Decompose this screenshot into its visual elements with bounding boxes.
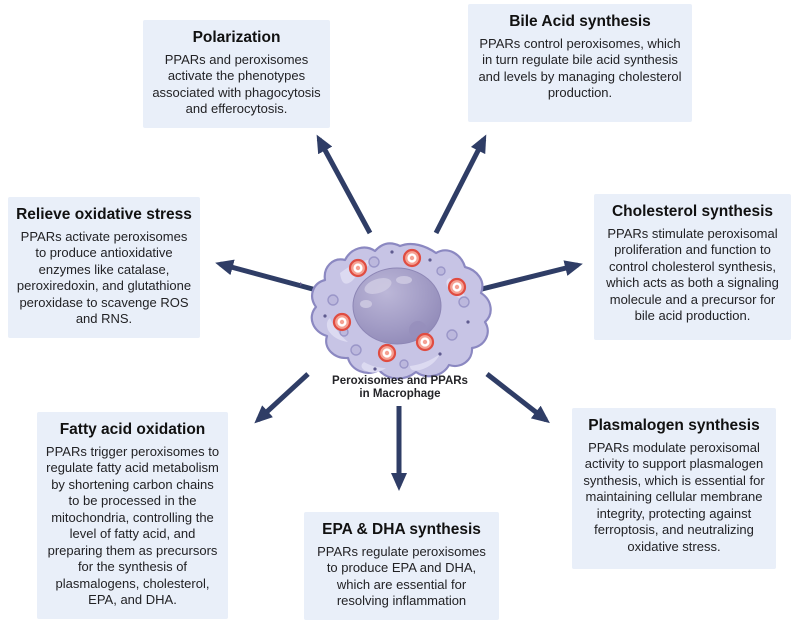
box-plasmalogen-synthesis: Plasmalogen synthesis PPARs modulate per… xyxy=(572,408,776,569)
vesicles xyxy=(327,256,470,369)
box-epa-dha-body: PPARs regulate peroxisomes to produce EP… xyxy=(317,543,486,609)
box-plasmalogen-title: Plasmalogen synthesis xyxy=(588,417,760,434)
box-polarization-body: PPARs and peroxisomes activate the pheno… xyxy=(152,51,321,117)
box-relieve-oxidative-stress: Relieve oxidative stress PPARs activate … xyxy=(8,197,200,338)
cell-body xyxy=(310,242,492,380)
box-fatty-acid-body: PPARs trigger peroxisomes to regulate fa… xyxy=(45,443,220,608)
box-fatty-acid-title: Fatty acid oxidation xyxy=(59,421,206,438)
box-relieve-title: Relieve oxidative stress xyxy=(16,206,192,223)
nucleolus xyxy=(409,321,427,339)
box-plasmalogen-body: PPARs modulate peroxisomal activity to s… xyxy=(583,439,765,554)
box-cholesterol-synthesis: Cholesterol synthesis PPARs stimulate pe… xyxy=(594,194,791,340)
nucleus-highlights xyxy=(360,276,412,308)
box-cholesterol-title: Cholesterol synthesis xyxy=(611,203,774,220)
center-label: Peroxisomes and PPARs in Macrophage xyxy=(300,375,500,401)
arrow-to-polarization xyxy=(316,134,373,235)
arrow-to-cholesterol-synthesis xyxy=(469,260,583,295)
box-bile-acid-title: Bile Acid synthesis xyxy=(509,13,651,30)
box-epa-dha-title: EPA & DHA synthesis xyxy=(322,521,481,538)
box-polarization-title: Polarization xyxy=(192,29,281,46)
box-fatty-acid-oxidation: Fatty acid oxidation PPARs trigger perox… xyxy=(37,412,228,619)
box-bile-acid-synthesis: Bile Acid synthesis PPARs control peroxi… xyxy=(468,4,692,122)
box-relieve-body: PPARs activate peroxisomes to produce an… xyxy=(16,228,192,327)
box-bile-acid-body: PPARs control peroxisomes, which in turn… xyxy=(478,35,682,101)
box-epa-dha-synthesis: EPA & DHA synthesis PPARs regulate perox… xyxy=(304,512,499,620)
granule-dots xyxy=(300,250,470,371)
box-polarization: Polarization PPARs and peroxisomes activ… xyxy=(143,20,330,128)
center-label-line1: Peroxisomes and PPARs xyxy=(332,375,468,387)
nucleus xyxy=(352,267,442,345)
center-label-line2: in Macrophage xyxy=(359,388,441,401)
macrophage-cell-icon xyxy=(300,242,492,380)
peroxisome-icons xyxy=(332,248,467,363)
cytoplasm-highlights xyxy=(326,259,466,373)
box-cholesterol-body: PPARs stimulate peroxisomal proliferatio… xyxy=(606,225,779,324)
arrow-to-relieve-oxidative-stress xyxy=(215,259,321,294)
arrow-to-bile-acid-synthesis xyxy=(433,134,487,235)
